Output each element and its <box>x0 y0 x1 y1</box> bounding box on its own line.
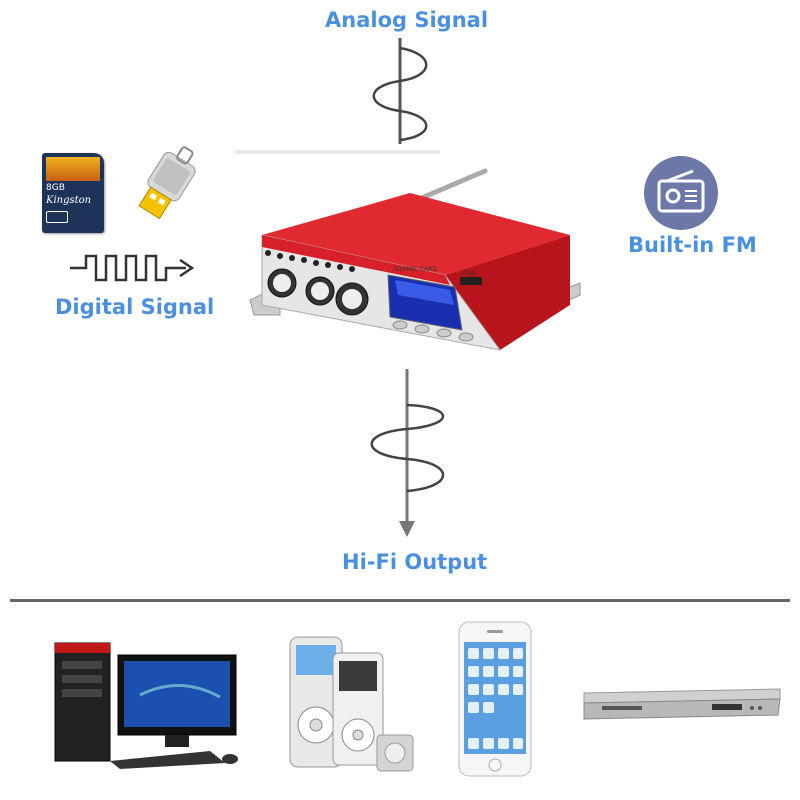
smartphone-icon <box>458 621 532 777</box>
sd-card-brand: Kingston <box>46 195 92 206</box>
desktop-computer-icon <box>54 642 238 769</box>
amp-slot-label: SD/MMC CARD <box>393 266 437 273</box>
built-in-fm-label: Built-in FM <box>628 233 757 257</box>
amplifier-device <box>249 168 581 351</box>
hifi-output-label: Hi-Fi Output <box>342 550 488 574</box>
sd-card-capacity: 8GB <box>46 183 65 193</box>
usb-stick-icon <box>138 146 196 220</box>
dvd-player-icon <box>583 688 781 720</box>
output-wave-icon <box>370 369 444 537</box>
amp-usb-label: USB <box>462 270 475 277</box>
analog-signal-label: Analog Signal <box>325 8 489 32</box>
ipod-players-icon <box>289 636 414 772</box>
square-wave-icon <box>70 254 195 282</box>
analog-wave-icon <box>372 38 428 144</box>
digital-signal-label: Digital Signal <box>55 295 215 319</box>
section-divider <box>10 599 790 602</box>
sd-card: 8GB Kingston <box>42 153 104 233</box>
radio-icon <box>644 156 718 230</box>
top-divider-shadow <box>235 150 440 154</box>
